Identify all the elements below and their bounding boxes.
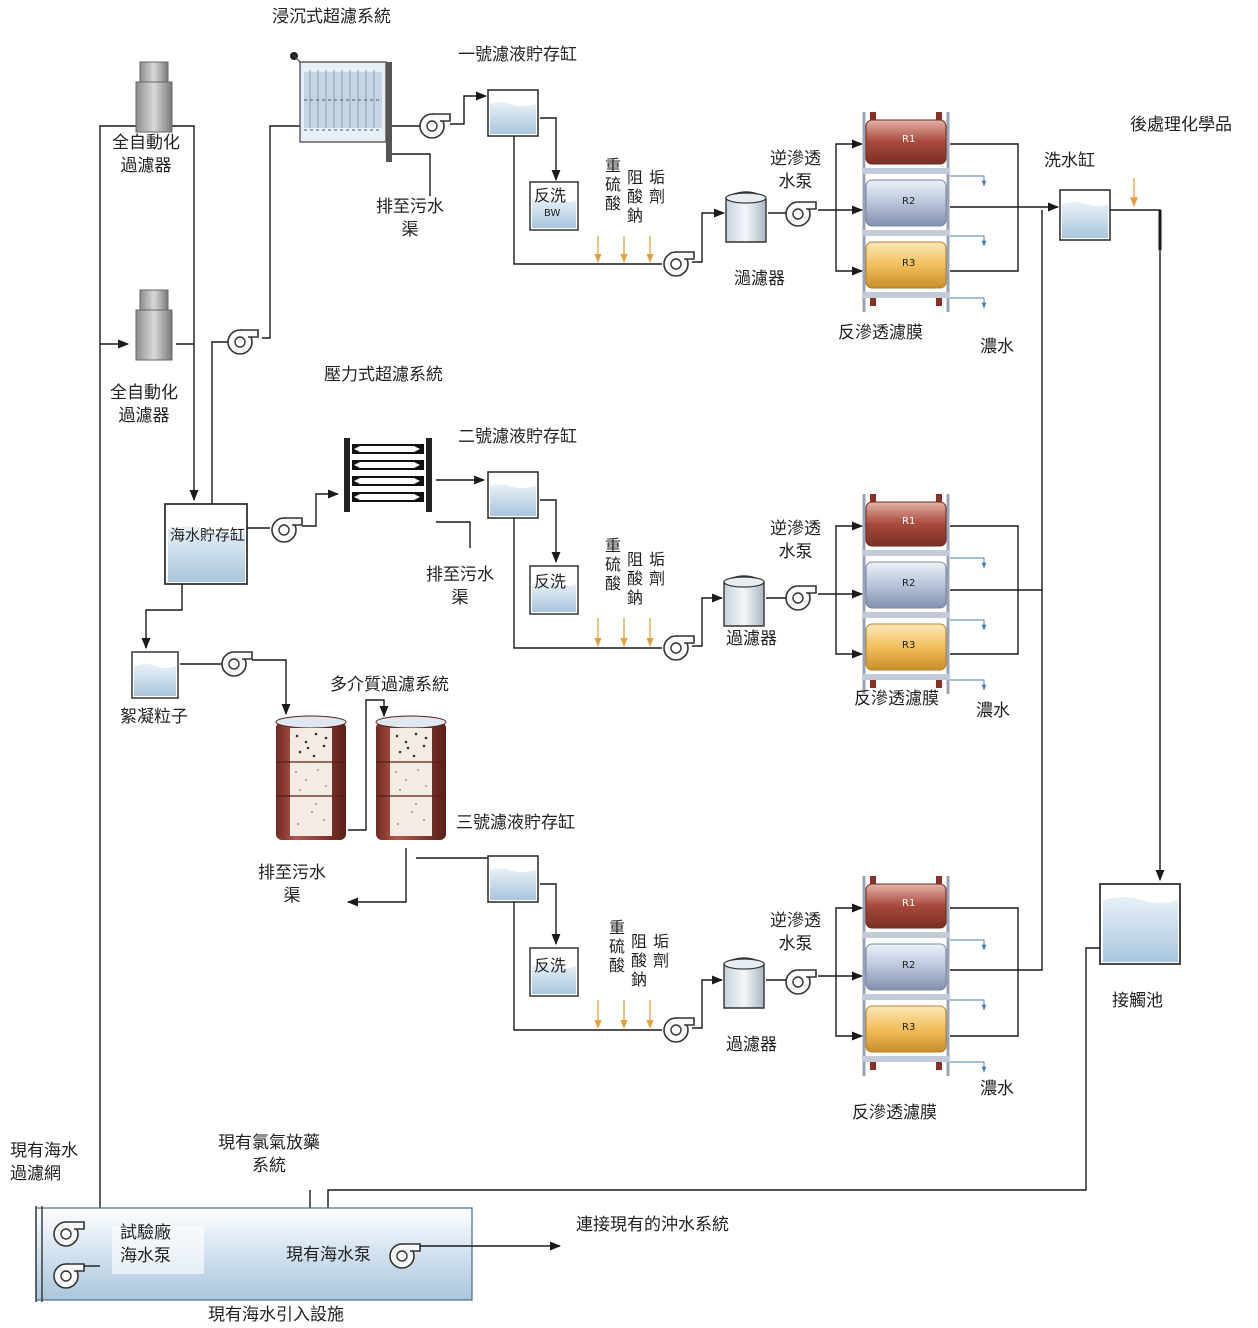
- multimedia-system-label: 多介質過濾系統: [330, 675, 449, 695]
- auto-filter-1-icon: [135, 61, 173, 133]
- flush-connect-label: 連接現有的沖水系統: [576, 1215, 729, 1235]
- cartridge-filter-1-label: 濄濾器: [734, 269, 785, 289]
- chem-arrows-3: [594, 1000, 654, 1029]
- chem-1-col1: 重 硫 酸: [604, 156, 621, 213]
- seawater-tank-icon: [164, 503, 248, 585]
- ro-pump-3-label: 逆滲透 水泵: [770, 911, 821, 954]
- flocculant-tank-icon: [131, 651, 179, 699]
- tank1-label: 一號濾液貯存缸: [458, 45, 577, 65]
- backwash-3-label: 反洗: [534, 956, 567, 975]
- ro3-r1-tag: R1: [902, 898, 916, 909]
- ro1-r3-tag: R3: [902, 258, 916, 269]
- intake-facility-label: 現有海水引入設施: [208, 1305, 344, 1325]
- existing-pump-label: 現有海水泵: [286, 1245, 371, 1265]
- backwash-tank-2-icon: [529, 565, 579, 615]
- chem-3-col1: 重 硫 酸: [608, 918, 625, 975]
- ro1-r2-tag: R2: [902, 196, 916, 207]
- existing-screen-label: 現有海水 過濾網: [10, 1141, 78, 1184]
- ro3-r2-tag: R2: [902, 960, 916, 971]
- ro-pump-1-label: 逆滲透 水泵: [770, 149, 821, 192]
- pressure-uf-module-icon: [344, 438, 432, 512]
- ro-membrane-1-label: 反滲透濾膜: [838, 323, 923, 343]
- pilot-pump-label: 試驗廠 海水泵: [120, 1223, 171, 1266]
- backwash-tank-3-icon: [529, 947, 579, 997]
- backwash-tank-1-icon: [529, 181, 579, 231]
- immersed-uf-module-icon: [290, 52, 392, 162]
- cartridge-filter-2-label: 過濾器: [726, 629, 777, 649]
- wash-tank-label: 洗水缸: [1044, 151, 1095, 171]
- wash-tank-icon: [1059, 189, 1111, 241]
- chem-3-col3: 垢 劑: [652, 932, 669, 970]
- ro1-r1-tag: R1: [902, 134, 916, 145]
- contact-tank-label: 接觸池: [1112, 991, 1163, 1011]
- chem-2-col3: 垢 劑: [648, 550, 665, 588]
- ro2-r3-tag: R3: [902, 640, 916, 651]
- ro-membrane-2-label: 反滲透濾膜: [854, 689, 939, 709]
- ro2-r1-tag: R1: [902, 516, 916, 527]
- brine-1-label: 濃水: [980, 337, 1014, 357]
- post-chem-label: 後處理化學品: [1130, 115, 1232, 135]
- multimedia-filter-1-icon: [275, 715, 347, 840]
- tank2-label: 二號濾液貯存缸: [458, 427, 577, 447]
- ro2-r2-tag: R2: [902, 578, 916, 589]
- chem-arrows-2: [594, 618, 654, 647]
- drain-1-label: 排至污水 渠: [376, 197, 444, 240]
- multimedia-filter-2-icon: [375, 715, 447, 840]
- chem-1-col2: 阻 酸 鈉: [626, 168, 643, 225]
- drain-2-label: 排至污水 渠: [426, 565, 494, 608]
- ro-pump-2-label: 逆滲透 水泵: [770, 519, 821, 562]
- brine-3-label: 濃水: [980, 1079, 1014, 1099]
- ro-membrane-3-label: 反滲透濾膜: [852, 1103, 937, 1123]
- drain-3-label: 排至污水 渠: [258, 863, 326, 906]
- pressure-uf-system-label: 壓力式超濾系統: [324, 365, 443, 385]
- backwash-1-label: 反洗: [534, 186, 567, 205]
- auto-filter-1-label: 全自動化 過濾器: [112, 133, 180, 176]
- backwash-1-tag: BW: [544, 208, 561, 219]
- seawater-tank-label: 海水貯存缸: [170, 526, 246, 544]
- chem-2-col1: 重 硫 酸: [604, 536, 621, 593]
- flocculant-label: 絮凝粒子: [120, 707, 188, 727]
- ro3-r3-tag: R3: [902, 1022, 916, 1033]
- chem-2-col2: 阻 酸 鈉: [626, 550, 643, 607]
- chem-3-col2: 阻 酸 鈉: [630, 932, 647, 989]
- auto-filter-2-icon: [135, 289, 173, 361]
- tank3-label: 三號濾液貯存缸: [456, 813, 575, 833]
- chem-arrows-1: [594, 236, 654, 263]
- brine-2-label: 濃水: [976, 701, 1010, 721]
- cartridge-filter-3-label: 過濾器: [726, 1035, 777, 1055]
- immersed-uf-system-label: 浸沉式超濾系統: [272, 7, 391, 27]
- contact-tank-icon: [1099, 883, 1181, 965]
- existing-chlorine-label: 現有氯氣放藥 系統: [218, 1133, 320, 1176]
- chem-1-col3: 垢 劑: [648, 168, 665, 206]
- backwash-2-label: 反洗: [534, 572, 567, 591]
- auto-filter-2-label: 全自動化 過濾器: [110, 383, 178, 426]
